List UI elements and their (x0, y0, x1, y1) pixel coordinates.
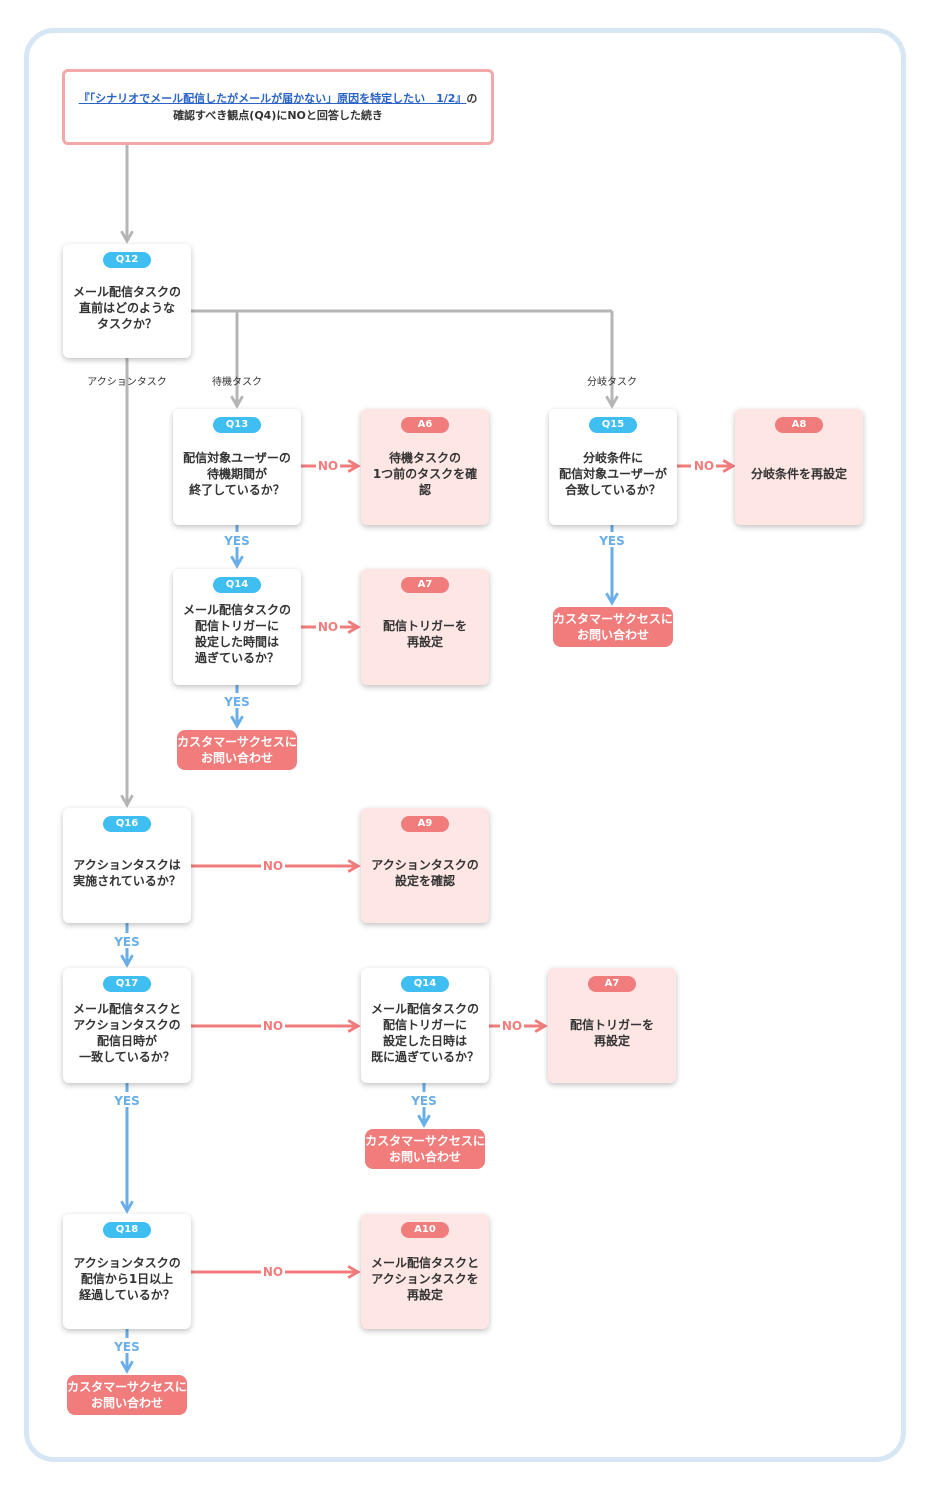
yes-label-q15: YES (598, 534, 625, 548)
yes-label-q13: YES (223, 534, 250, 548)
node-a8: A8 分岐条件を再設定 (735, 409, 863, 525)
badge-a7-wait: A7 (401, 577, 449, 593)
node-a10: A10 メール配信タスクと アクションタスクを 再設定 (361, 1214, 489, 1329)
node-a6: A6 待機タスクの 1つ前のタスクを確認 (361, 409, 489, 525)
no-label-q17: NO (263, 1019, 283, 1033)
node-a9: A9 アクションタスクの 設定を確認 (361, 808, 489, 923)
yes-label-q14b: YES (410, 1094, 437, 1108)
badge-q14-wait: Q14 (213, 577, 261, 593)
node-a7-action: A7 配信トリガーを 再設定 (548, 968, 676, 1083)
node-q12: Q12 メール配信タスクの 直前はどのような タスクか？ (63, 244, 191, 358)
no-label-q18: NO (263, 1265, 283, 1279)
badge-a9: A9 (401, 816, 449, 832)
yes-label-q18: YES (113, 1340, 140, 1354)
node-q15-text: 分岐条件に 配信対象ユーザーが 合致しているか？ (559, 451, 667, 497)
node-q14-wait: Q14 メール配信タスクの 配信トリガーに 設定した時間は 過ぎているか？ (173, 569, 301, 685)
no-label-q14b: NO (502, 1019, 522, 1033)
no-label-q16: NO (263, 859, 283, 873)
node-q16: Q16 アクションタスクは 実施されているか？ (63, 808, 191, 923)
no-label-q13: NO (318, 459, 338, 473)
contact-cs-elapsed: カスタマーサクセスに お問い合わせ (67, 1375, 187, 1415)
node-q16-text: アクションタスクは 実施されているか？ (73, 857, 181, 888)
badge-a10: A10 (401, 1222, 449, 1238)
node-q12-text: メール配信タスクの 直前はどのような タスクか？ (72, 285, 181, 331)
header-box: 『「シナリオでメール配信したがメールが届かない」原因を特定したい 1/2』の 確… (62, 69, 494, 145)
badge-q12: Q12 (103, 252, 151, 268)
contact-cs-action: カスタマーサクセスに お問い合わせ (365, 1129, 485, 1169)
yes-label-q16: YES (113, 935, 140, 949)
branch-label-action: アクションタスク (87, 376, 167, 388)
contact-cs-split: カスタマーサクセスに お問い合わせ (553, 607, 673, 647)
node-a7-wait-text: 配信トリガーを 再設定 (382, 619, 467, 649)
badge-q17: Q17 (103, 976, 151, 992)
node-q14-action: Q14 メール配信タスクの 配信トリガーに 設定した日時は 既に過ぎているか？ (361, 968, 489, 1083)
header-link[interactable]: 『「シナリオでメール配信したがメールが届かない」原因を特定したい 1/2』 (78, 92, 467, 105)
badge-q16: Q16 (103, 816, 151, 832)
node-a7-wait: A7 配信トリガーを 再設定 (361, 569, 489, 685)
badge-q13: Q13 (213, 417, 261, 433)
node-q14-wait-text: メール配信タスクの 配信トリガーに 設定した時間は 過ぎているか？ (182, 603, 291, 665)
yes-label-q14a: YES (223, 695, 250, 709)
node-q18-text: アクションタスクの 配信から1日以上 経過しているか？ (73, 1255, 181, 1302)
badge-q14-action: Q14 (401, 976, 449, 992)
node-q15: Q15 分岐条件に 配信対象ユーザーが 合致しているか？ (549, 409, 677, 525)
node-q14-action-text: メール配信タスクの 配信トリガーに 設定した日時は 既に過ぎているか？ (370, 1001, 479, 1064)
header-link-suffix: の (466, 92, 478, 105)
contact-cs-wait: カスタマーサクセスに お問い合わせ (177, 730, 297, 770)
no-label-q14a: NO (318, 620, 338, 634)
header-subtitle: 確認すべき観点(Q4)にNOと回答した続き (173, 109, 383, 122)
node-q18: Q18 アクションタスクの 配信から1日以上 経過しているか？ (63, 1214, 191, 1329)
node-q13: Q13 配信対象ユーザーの 待機期間が 終了しているか？ (173, 409, 301, 525)
node-q13-text: 配信対象ユーザーの 待機期間が 終了しているか？ (183, 451, 291, 497)
node-a8-text: 分岐条件を再設定 (750, 467, 847, 481)
node-a10-text: メール配信タスクと アクションタスクを 再設定 (370, 1255, 479, 1302)
no-label-q15: NO (694, 459, 714, 473)
branch-label-wait: 待機タスク (212, 375, 262, 388)
node-q17-text: メール配信タスクと アクションタスクの 配信日時が 一致しているか？ (72, 1001, 181, 1064)
node-a7-action-text: 配信トリガーを 再設定 (569, 1017, 654, 1048)
node-q17: Q17 メール配信タスクと アクションタスクの 配信日時が 一致しているか？ (63, 968, 191, 1083)
node-a9-text: アクションタスクの 設定を確認 (371, 857, 479, 888)
badge-a8: A8 (775, 417, 823, 433)
badge-a6: A6 (401, 417, 449, 433)
yes-label-q17: YES (113, 1094, 140, 1108)
badge-q18: Q18 (103, 1222, 151, 1238)
node-a6-text: 待機タスクの 1つ前のタスクを確認 (372, 451, 478, 497)
badge-q15: Q15 (589, 417, 637, 433)
branch-label-split: 分岐タスク (587, 375, 637, 388)
badge-a7-action: A7 (588, 976, 636, 992)
